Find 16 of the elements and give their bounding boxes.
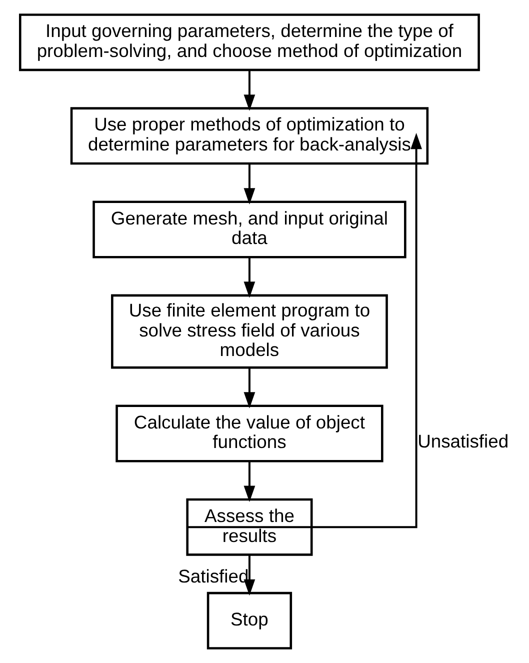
arrow	[243, 462, 255, 502]
node-box: Calculate the value of object functions	[115, 404, 383, 462]
node-box: Stop	[206, 592, 292, 650]
arrow	[243, 164, 255, 204]
node-box: Input governing parameters, determine the type of problem-solving, and choose method of optimization	[18, 14, 480, 72]
edge-label: Unsatisfied	[417, 430, 508, 452]
edge-label: Satisfied	[178, 565, 248, 586]
arrow	[243, 70, 255, 111]
arrow	[243, 555, 255, 596]
node-box: Assess the results	[186, 498, 312, 556]
node-box: Use finite element program to solve stress field of various models	[110, 294, 388, 369]
node-box: Use proper methods of optimization to determine parameters for back-analysis	[70, 107, 428, 165]
arrow	[186, 132, 422, 528]
node-box: Generate mesh, and input original data	[92, 200, 406, 258]
arrow	[243, 368, 255, 408]
arrow	[243, 257, 255, 298]
